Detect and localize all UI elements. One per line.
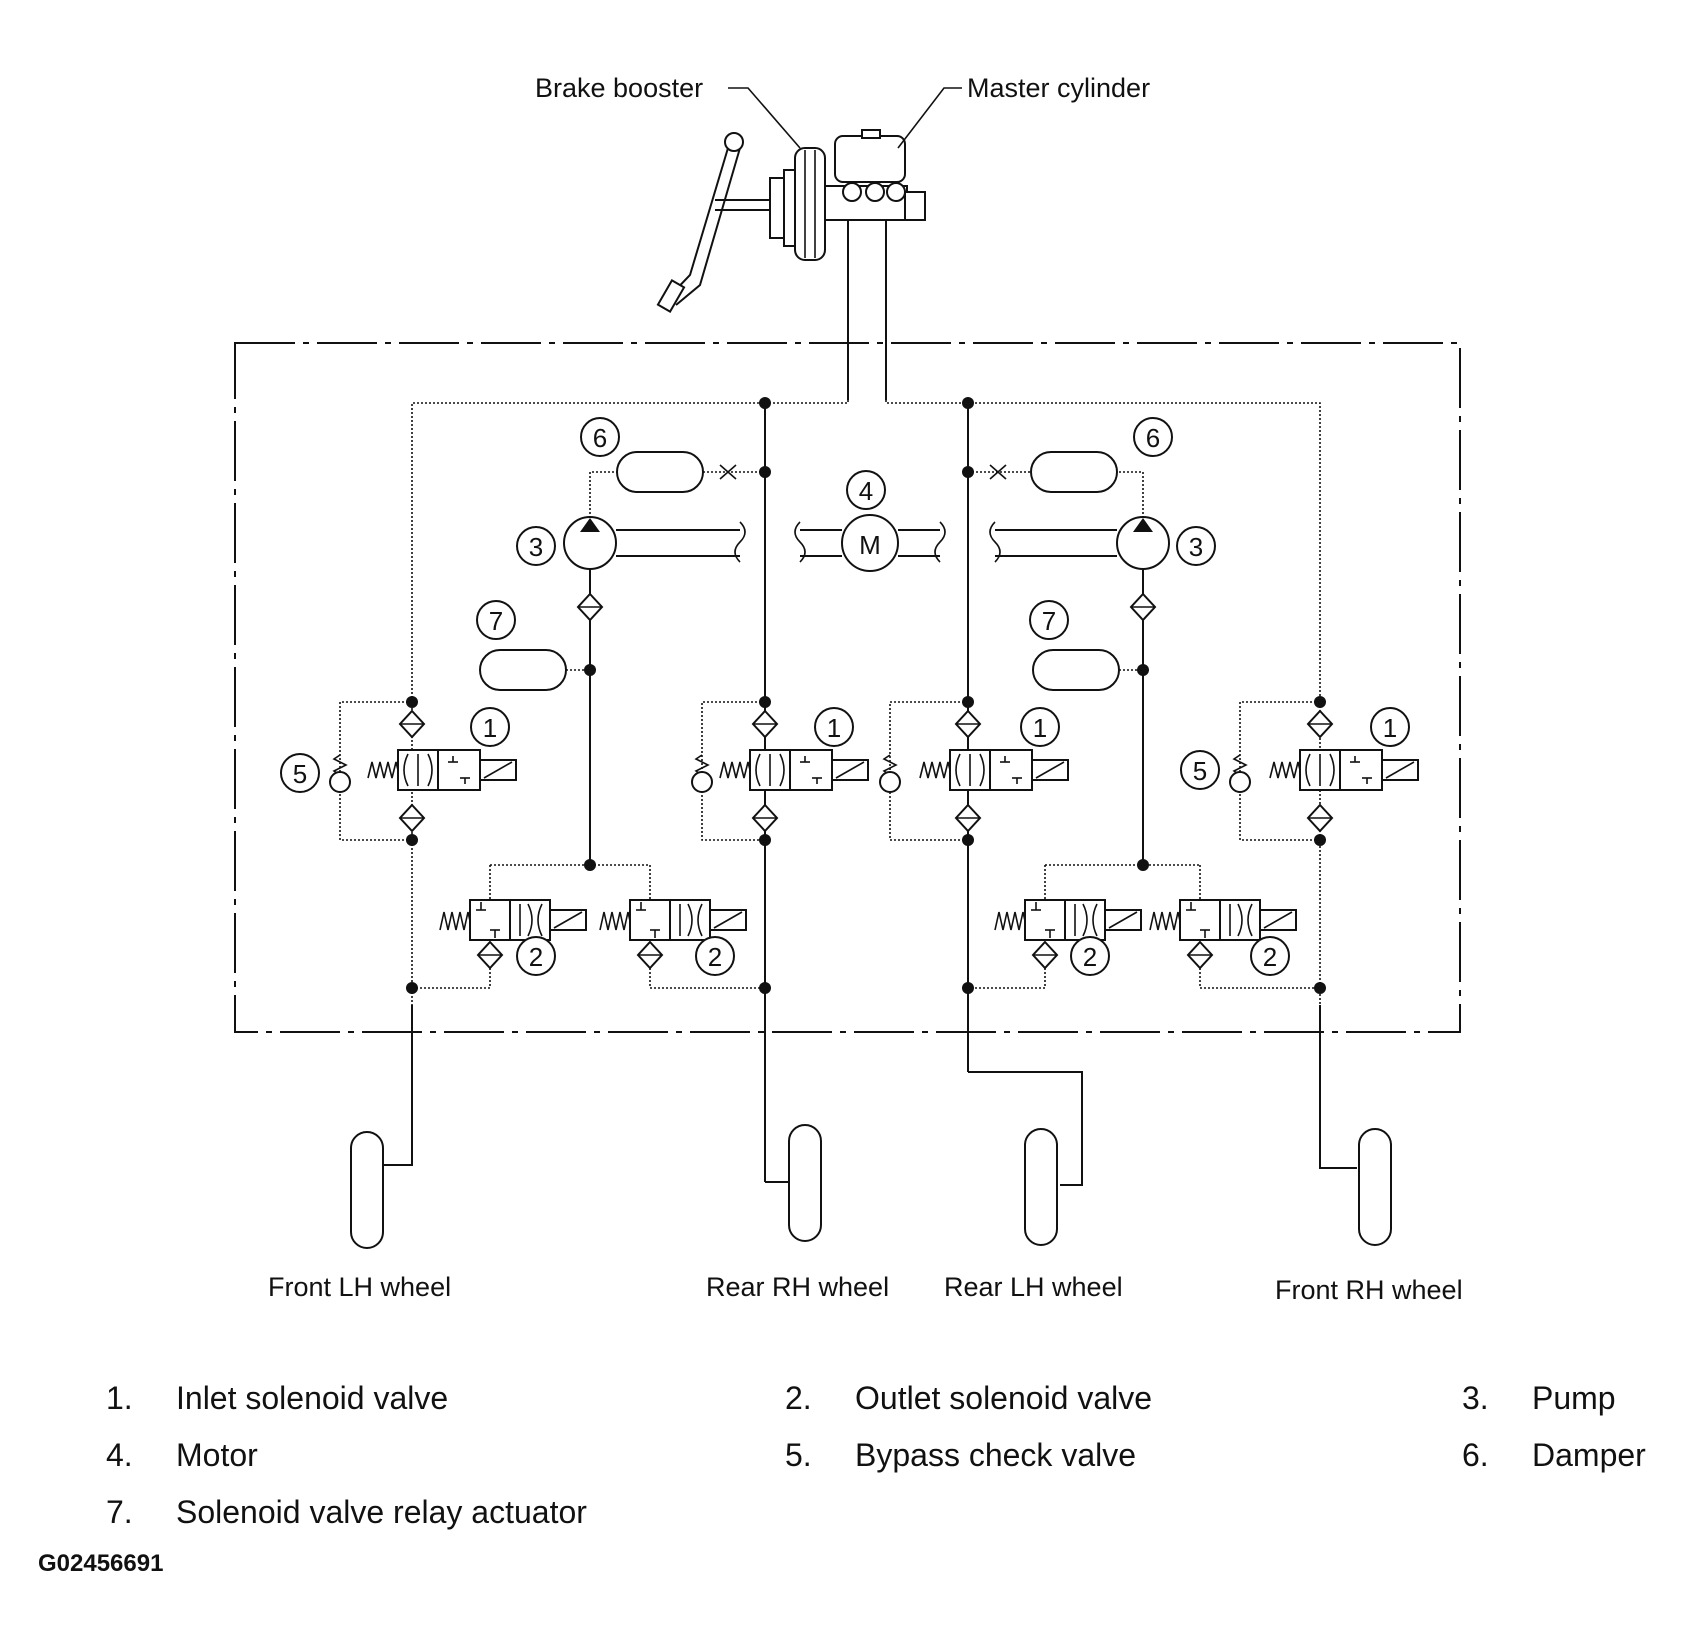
rear-rh-wheel-icon <box>788 1124 822 1242</box>
svg-text:1: 1 <box>827 713 841 743</box>
svg-text:4: 4 <box>859 476 873 506</box>
svg-text:1: 1 <box>1383 713 1397 743</box>
damper-icon <box>1030 451 1118 493</box>
svg-text:5: 5 <box>293 759 307 789</box>
master-cylinder-label: Master cylinder <box>967 73 1150 103</box>
svg-text:1: 1 <box>1033 713 1047 743</box>
inlet-valve-group-rear-lh <box>879 701 1069 841</box>
callout-inlet-2: 1 <box>814 707 854 747</box>
rear-lh-wheel-icon <box>1024 1128 1058 1246</box>
callout-outlet-3: 2 <box>1070 936 1110 976</box>
junction-dots <box>406 397 1326 994</box>
callout-relay-right: 7 <box>1029 600 1069 640</box>
rear-lh-wheel-label: Rear LH wheel <box>944 1272 1123 1302</box>
callout-damper-left: 6 <box>580 417 620 457</box>
svg-text:6: 6 <box>593 423 607 453</box>
callout-inlet-4: 1 <box>1370 707 1410 747</box>
front-rh-wheel-label: Front RH wheel <box>1275 1275 1463 1305</box>
brake-pedal-icon <box>656 132 770 313</box>
callout-damper-right: 6 <box>1133 417 1173 457</box>
svg-text:2: 2 <box>1263 942 1277 972</box>
outlet-valve-group-rear-lh <box>968 865 1142 989</box>
inlet-valve-group-front-rh <box>1229 701 1419 841</box>
callout-outlet-2: 2 <box>695 936 735 976</box>
callout-inlet-1: 1 <box>470 707 510 747</box>
svg-text:1: 1 <box>483 713 497 743</box>
svg-text:2: 2 <box>1083 942 1097 972</box>
damper-icon <box>616 451 704 493</box>
svg-text:2: 2 <box>708 942 722 972</box>
callout-relay-left: 7 <box>476 600 516 640</box>
svg-text:7: 7 <box>489 606 503 636</box>
inlet-valve-group-front-lh <box>329 701 517 841</box>
outlet-valve-group-rear-rh <box>599 865 765 989</box>
motor-symbol: M <box>859 530 881 560</box>
line-front-lh-out <box>382 1005 413 1166</box>
callout-bypass-left: 5 <box>280 753 320 793</box>
legend-item: 5.Bypass check valve <box>785 1437 1137 1473</box>
brake-booster-leader <box>728 87 801 149</box>
svg-text:7: 7 <box>1042 606 1056 636</box>
legend-item: 6.Damper <box>1462 1437 1646 1473</box>
left-pump-circuit <box>479 451 765 866</box>
svg-text:6: 6 <box>1146 423 1160 453</box>
svg-text:2: 2 <box>529 942 543 972</box>
hydraulic-unit-housing <box>234 342 1461 1033</box>
relay-actuator-icon <box>1032 649 1120 691</box>
outlet-valve-group-front-lh <box>412 865 587 989</box>
callout-pump-right: 3 <box>1176 526 1216 566</box>
callout-inlet-3: 1 <box>1020 707 1060 747</box>
outlet-valve-group-front-rh <box>1149 865 1320 989</box>
svg-text:3: 3 <box>1189 532 1203 562</box>
right-pump-circuit <box>968 451 1200 866</box>
relay-actuator-icon <box>479 649 567 691</box>
front-lh-wheel-label: Front LH wheel <box>268 1272 451 1302</box>
legend-item: 1.Inlet solenoid valve <box>106 1380 449 1416</box>
line-rear-lh-out <box>968 1071 1083 1186</box>
callout-outlet-4: 2 <box>1250 936 1290 976</box>
svg-text:5: 5 <box>1193 756 1207 786</box>
callout-motor: 4 <box>846 470 886 510</box>
callout-pump-left: 3 <box>516 526 556 566</box>
inlet-valve-group-rear-rh <box>691 701 869 841</box>
master-cylinder-leader <box>897 87 962 149</box>
brake-booster-icon <box>769 147 826 261</box>
callout-outlet-1: 2 <box>516 936 556 976</box>
motor-icon: M <box>794 514 946 572</box>
line-front-rh-out <box>1319 1005 1357 1169</box>
callout-bypass-right: 5 <box>1180 750 1220 790</box>
legend-item: 2.Outlet solenoid valve <box>785 1380 1153 1416</box>
legend-item: 3.Pump <box>1462 1380 1616 1416</box>
master-cylinder-icon <box>824 129 926 400</box>
svg-text:3: 3 <box>529 532 543 562</box>
legend-item: 4.Motor <box>106 1437 258 1473</box>
front-lh-wheel-icon <box>350 1131 384 1249</box>
brake-booster-label: Brake booster <box>535 73 703 103</box>
front-rh-wheel-icon <box>1358 1128 1392 1246</box>
figure-code: G02456691 <box>38 1550 164 1577</box>
rear-rh-wheel-label: Rear RH wheel <box>706 1272 889 1302</box>
legend-item: 7.Solenoid valve relay actuator <box>106 1494 587 1530</box>
